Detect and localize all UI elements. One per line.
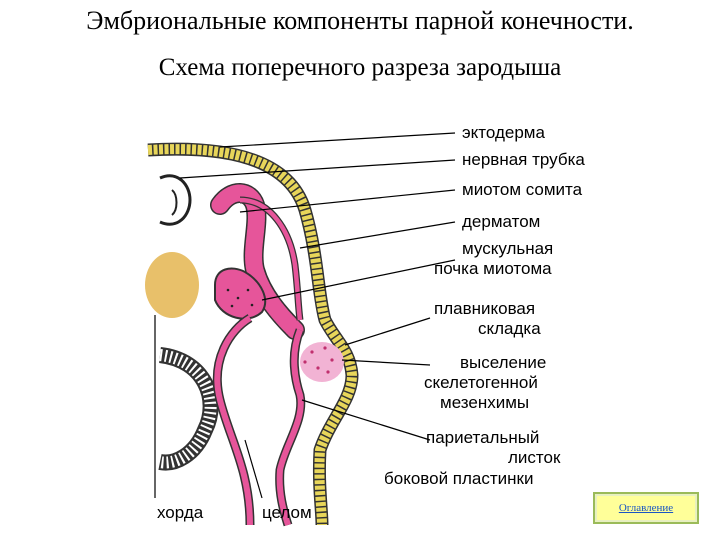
page-title: Эмбриональные компоненты парной конечнос… (86, 6, 634, 35)
contents-link-button[interactable]: Оглавление (593, 492, 699, 524)
label-skeletogenic-3: мезенхимы (440, 393, 529, 412)
page-subtitle: Схема поперечного разреза зародыша (158, 54, 562, 81)
label-muscle-bud-2: почка миотома (434, 259, 552, 278)
label-skeletogenic-2: скелетогенной (424, 373, 538, 392)
label-skeletogenic-1: выселение (460, 353, 546, 372)
label-parietal-3: боковой пластинки (384, 469, 533, 488)
label-myotome: миотом сомита (462, 180, 583, 199)
label-neural-tube: нервная трубка (462, 150, 585, 169)
label-parietal-2: листок (508, 448, 561, 467)
notochord (145, 252, 199, 318)
leader-lines (154, 132, 456, 499)
label-fin-fold-2: складка (478, 319, 541, 338)
label-dermatome: дерматом (462, 212, 540, 231)
skeletogenic-mesenchyme (300, 342, 344, 382)
label-notochord: хорда (157, 503, 204, 522)
label-fin-fold-1: плавниковая (434, 299, 535, 318)
neural-tube (159, 174, 192, 226)
label-parietal-1: париетальный (426, 428, 539, 447)
label-muscle-bud-1: мускульная (462, 239, 553, 258)
label-ectoderm: эктодерма (462, 123, 545, 142)
label-coelom: целом (262, 503, 312, 522)
gut-wall (158, 347, 219, 471)
